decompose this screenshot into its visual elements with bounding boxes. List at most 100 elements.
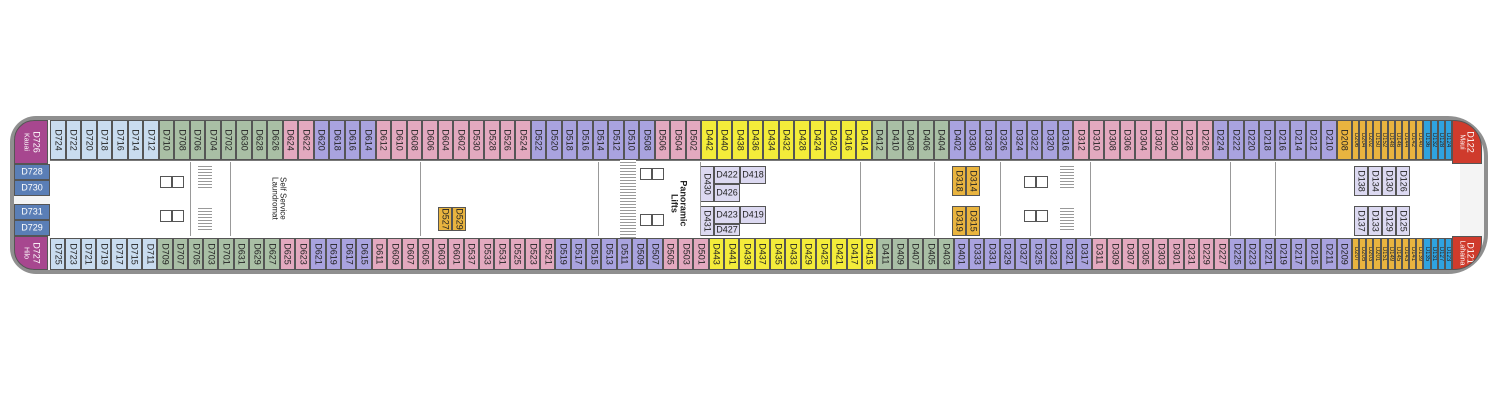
- cabin-d302[interactable]: D302: [1150, 120, 1166, 160]
- cabin-d401[interactable]: D401: [953, 238, 970, 270]
- cabin-d609[interactable]: D609: [386, 238, 403, 270]
- cabin-d150[interactable]: D150: [1373, 120, 1381, 160]
- cabin-d442[interactable]: D442: [701, 120, 717, 160]
- cabin-d529[interactable]: D529: [452, 207, 466, 231]
- cabin-d530[interactable]: D530: [468, 120, 484, 160]
- cabin-d441[interactable]: D441: [723, 238, 740, 270]
- cabin-d131[interactable]: D131: [1430, 238, 1438, 270]
- cabin-d149[interactable]: D149: [1387, 238, 1395, 270]
- cabin-d146[interactable]: D146: [1394, 120, 1402, 160]
- cabin-d136[interactable]: D136: [1423, 120, 1431, 160]
- cabin-d225[interactable]: D225: [1229, 238, 1245, 270]
- cabin-d152[interactable]: D152: [1380, 120, 1388, 160]
- cabin-d533[interactable]: D533: [478, 238, 495, 270]
- cabin-d205[interactable]: D205: [1359, 238, 1367, 270]
- cabin-d610[interactable]: D610: [391, 120, 407, 160]
- cabin-d216[interactable]: D216: [1274, 120, 1290, 160]
- cabin-d210[interactable]: D210: [1321, 120, 1337, 160]
- cabin-d307[interactable]: D307: [1122, 238, 1138, 270]
- cabin-d527[interactable]: D527: [438, 207, 452, 231]
- cabin-d707[interactable]: D707: [172, 238, 188, 270]
- cabin-d712[interactable]: D712: [143, 120, 159, 160]
- cabin-d716[interactable]: D716: [112, 120, 128, 160]
- cabin-d501[interactable]: D501: [693, 238, 709, 270]
- cabin-d226[interactable]: D226: [1197, 120, 1213, 160]
- cabin-d123[interactable]: D123: [1444, 238, 1452, 270]
- cabin-d126[interactable]: D126: [1396, 166, 1410, 196]
- bow-suite-maui[interactable]: D122 Maui: [1452, 120, 1482, 164]
- cabin-d323[interactable]: D323: [1045, 238, 1061, 270]
- cabin-d125[interactable]: D125: [1396, 206, 1410, 236]
- cabin-d704[interactable]: D704: [205, 120, 221, 160]
- cabin-d138[interactable]: D138: [1354, 166, 1368, 196]
- cabin-d132[interactable]: D132: [1430, 120, 1438, 160]
- cabin-d514[interactable]: D514: [592, 120, 608, 160]
- cabin-d315[interactable]: D315: [966, 206, 980, 236]
- cabin-d443[interactable]: D443: [708, 238, 724, 270]
- cabin-d425[interactable]: D425: [815, 238, 832, 270]
- cabin-d133[interactable]: D133: [1368, 206, 1382, 236]
- cabin-d621[interactable]: D621: [310, 238, 326, 270]
- cabin-d137[interactable]: D137: [1354, 206, 1368, 236]
- cabin-d318[interactable]: D318: [952, 166, 966, 196]
- cabin-d231[interactable]: D231: [1183, 238, 1199, 270]
- cabin-d437[interactable]: D437: [754, 238, 770, 270]
- cabin-d201[interactable]: D201: [1373, 238, 1381, 270]
- cabin-d537[interactable]: D537: [463, 238, 479, 270]
- cabin-d212[interactable]: D212: [1305, 120, 1321, 160]
- cabin-d618[interactable]: D618: [329, 120, 345, 160]
- cabin-d310[interactable]: D310: [1088, 120, 1104, 160]
- cabin-d620[interactable]: D620: [313, 120, 329, 160]
- cabin-d303[interactable]: D303: [1152, 238, 1169, 270]
- cabin-d309[interactable]: D309: [1106, 238, 1123, 270]
- aft-suite-kauai[interactable]: D726 Kauai: [14, 120, 48, 164]
- aft-suite-d731[interactable]: D731: [14, 204, 50, 220]
- cabin-d312[interactable]: D312: [1073, 120, 1089, 160]
- cabin-d724[interactable]: D724: [50, 120, 66, 160]
- mid-lift-2[interactable]: [652, 168, 664, 180]
- cabin-d328[interactable]: D328: [980, 120, 996, 160]
- cabin-d518[interactable]: D518: [561, 120, 577, 160]
- cabin-d717[interactable]: D717: [111, 238, 127, 270]
- cabin-d720[interactable]: D720: [81, 120, 97, 160]
- cabin-d423[interactable]: D423: [714, 206, 740, 224]
- cabin-d517[interactable]: D517: [570, 238, 587, 270]
- cabin-d217[interactable]: D217: [1290, 238, 1307, 270]
- cabin-d428[interactable]: D428: [794, 120, 810, 160]
- cabin-d623[interactable]: D623: [295, 238, 311, 270]
- cabin-d218[interactable]: D218: [1259, 120, 1275, 160]
- cabin-d714[interactable]: D714: [127, 120, 143, 160]
- cabin-d145[interactable]: D145: [1394, 238, 1402, 270]
- cabin-d528[interactable]: D528: [484, 120, 500, 160]
- cabin-d603[interactable]: D603: [432, 238, 449, 270]
- aft-suite-hilo[interactable]: D727 Hilo: [14, 236, 48, 270]
- cabin-d220[interactable]: D220: [1243, 120, 1259, 160]
- cabin-d207[interactable]: D207: [1352, 238, 1360, 270]
- cabin-d612[interactable]: D612: [375, 120, 391, 160]
- cabin-d143[interactable]: D143: [1402, 238, 1410, 270]
- cabin-d628[interactable]: D628: [251, 120, 267, 160]
- cabin-d516[interactable]: D516: [577, 120, 593, 160]
- cabin-d420[interactable]: D420: [825, 120, 841, 160]
- cabin-d708[interactable]: D708: [174, 120, 190, 160]
- cabin-d418[interactable]: D418: [740, 166, 766, 184]
- cabin-d421[interactable]: D421: [831, 238, 847, 270]
- cabin-d209[interactable]: D209: [1336, 238, 1352, 270]
- cabin-d434[interactable]: D434: [763, 120, 779, 160]
- cabin-d324[interactable]: D324: [1011, 120, 1027, 160]
- cabin-d607[interactable]: D607: [402, 238, 418, 270]
- cabin-d626[interactable]: D626: [267, 120, 283, 160]
- cabin-d327[interactable]: D327: [1015, 238, 1031, 270]
- cabin-d606[interactable]: D606: [422, 120, 438, 160]
- cabin-d721[interactable]: D721: [80, 238, 96, 270]
- cabin-d317[interactable]: D317: [1076, 238, 1092, 270]
- cabin-d140[interactable]: D140: [1416, 120, 1424, 160]
- cabin-d431[interactable]: D431: [700, 206, 714, 236]
- cabin-d206[interactable]: D206: [1352, 120, 1360, 160]
- cabin-d611[interactable]: D611: [371, 238, 387, 270]
- cabin-d622[interactable]: D622: [298, 120, 314, 160]
- cabin-d314[interactable]: D314: [966, 166, 980, 196]
- cabin-d520[interactable]: D520: [546, 120, 562, 160]
- cabin-d228[interactable]: D228: [1181, 120, 1197, 160]
- cabin-d710[interactable]: D710: [158, 120, 174, 160]
